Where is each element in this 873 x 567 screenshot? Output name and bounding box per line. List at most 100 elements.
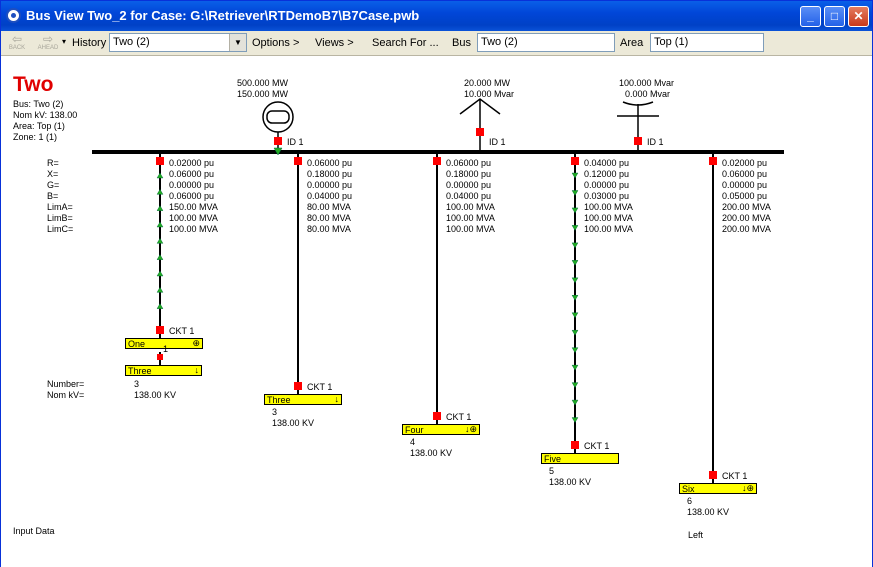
history-select[interactable]: Two (2) ▼ — [109, 33, 247, 52]
branch-param-value: 0.02000 pu — [169, 158, 215, 168]
maximize-button[interactable]: □ — [824, 6, 845, 27]
branch-param-value: 0.06000 pu — [169, 191, 215, 201]
back-arrow-icon: ⇦ — [11, 32, 23, 46]
bus-label: Bus — [452, 37, 471, 49]
branch-param-value: 100.00 MVA — [584, 213, 633, 223]
number-label: Number= — [47, 379, 85, 389]
branch-param-value: 0.06000 pu — [722, 169, 768, 179]
search-for-menu[interactable]: Search For ... — [372, 37, 439, 49]
to-bus-kv: 138.00 KV — [410, 448, 453, 458]
views-menu[interactable]: Views > — [315, 37, 354, 49]
close-button[interactable]: ✕ — [848, 6, 869, 27]
load-id: ID 1 — [489, 137, 506, 147]
param-label-b: B= — [47, 191, 59, 201]
branch-param-value: 0.06000 pu — [446, 158, 492, 168]
branch-from-breaker-3[interactable] — [433, 157, 441, 165]
shunt-breaker[interactable] — [634, 137, 642, 145]
branch-param-value: 0.18000 pu — [307, 169, 353, 179]
window-title: Bus View Two_2 for Case: G:\Retriever\RT… — [26, 8, 420, 23]
oneline-canvas[interactable]: Two Bus: Two (2) Nom kV: 138.00 Area: To… — [1, 56, 872, 567]
flow-arrow-icon — [571, 347, 579, 354]
branch-ckt-label: CKT 1 — [584, 441, 610, 451]
second-bus-box[interactable]: Three ↓ — [125, 365, 202, 376]
bus-info-1: Bus: Two (2) — [13, 99, 64, 109]
gen-id: ID 1 — [287, 137, 304, 147]
to-bus-box-2[interactable]: Three↓ — [264, 394, 342, 405]
branch-from-breaker-5[interactable] — [709, 157, 717, 165]
branch-to-breaker-4[interactable] — [571, 441, 579, 449]
branch-to-breaker-1[interactable] — [156, 326, 164, 334]
flow-arrow-icon — [571, 417, 579, 423]
flow-arrow-icon — [156, 188, 164, 195]
branch-param-value: 100.00 MVA — [446, 202, 495, 212]
history-label: History — [72, 37, 107, 49]
branch-param-value: 100.00 MVA — [584, 202, 633, 212]
second-level-breaker[interactable] — [157, 354, 163, 360]
to-bus-box-5[interactable]: Six↓⊕ — [679, 483, 757, 494]
to-bus-name: Four — [405, 425, 424, 435]
flow-arrow-icon — [571, 330, 579, 336]
branch-to-breaker-2[interactable] — [294, 382, 302, 390]
param-label-r: R= — [47, 158, 59, 168]
flow-arrow-icon — [156, 254, 164, 260]
history-dropdown-icon[interactable]: ▾ — [62, 37, 67, 46]
oneline-diagram — [92, 98, 784, 485]
branch-from-breaker-2[interactable] — [294, 157, 302, 165]
flow-arrow-icon — [571, 277, 579, 284]
to-bus-box-4[interactable]: Five — [541, 453, 619, 464]
second-level-marker: 1 — [163, 344, 169, 354]
branch-from-breaker-1[interactable] — [156, 157, 164, 165]
to-bus-box-1[interactable]: One⊕ — [125, 338, 203, 349]
branch-to-breaker-3[interactable] — [433, 412, 441, 420]
branch-param-value: 150.00 MVA — [169, 202, 218, 212]
bus-symbol-icon: ⊕ — [192, 338, 200, 348]
generator-icon[interactable] — [262, 101, 294, 133]
app-icon — [6, 8, 21, 23]
branch-param-value: 0.18000 pu — [446, 169, 492, 179]
nomkv-label: Nom kV= — [47, 390, 85, 400]
branch-param-value: 80.00 MVA — [307, 224, 351, 234]
input-data-label: Input Data — [13, 526, 55, 536]
minimize-button[interactable]: _ — [800, 6, 821, 27]
branch-param-value: 0.00000 pu — [584, 180, 630, 190]
branch-to-breaker-5[interactable] — [709, 471, 717, 479]
flow-arrow-icon — [156, 221, 164, 228]
generator-breaker[interactable] — [274, 137, 282, 145]
toolbar: ⇦BACK ⇨AHEAD ▾ History Two (2) ▼ Options… — [1, 31, 872, 56]
options-menu[interactable]: Options > — [252, 37, 300, 49]
to-bus-kv: 138.00 KV — [687, 507, 730, 517]
back-button[interactable]: ⇦BACK — [4, 33, 30, 53]
flow-arrow-icon — [571, 364, 579, 371]
shunt-id: ID 1 — [647, 137, 664, 147]
to-bus-box-3[interactable]: Four↓⊕ — [402, 424, 480, 435]
area-input[interactable]: Top (1) — [650, 33, 764, 52]
ahead-button[interactable]: ⇨AHEAD — [35, 33, 61, 53]
flow-arrow-icon — [571, 312, 579, 319]
branch-param-value: 0.04000 pu — [446, 191, 492, 201]
left-label: Left — [688, 530, 704, 540]
shunt-capacitor-icon[interactable] — [622, 101, 654, 106]
second-bus-number: 3 — [134, 379, 140, 389]
branch-param-value: 0.06000 pu — [169, 169, 215, 179]
to-bus-kv: 138.00 KV — [272, 418, 315, 428]
load-mw: 20.000 MW — [464, 78, 511, 88]
bus-info-4: Zone: 1 (1) — [13, 132, 58, 142]
load-arrow-icon[interactable] — [459, 98, 501, 115]
bus-input[interactable]: Two (2) — [477, 33, 615, 52]
flow-arrow-icon — [156, 286, 164, 293]
branch-ckt-label: CKT 1 — [722, 471, 748, 481]
branch-from-breaker-4[interactable] — [571, 157, 579, 165]
shunt-mvar: 100.000 Mvar — [619, 78, 675, 88]
param-label-limb: LimB= — [47, 213, 73, 223]
branch-param-value: 0.00000 pu — [169, 180, 215, 190]
branch-param-value: 0.00000 pu — [722, 180, 768, 190]
title-bar[interactable]: Bus View Two_2 for Case: G:\Retriever\RT… — [1, 1, 872, 31]
load-breaker[interactable] — [476, 128, 484, 136]
shunt-mvar2: 0.000 Mvar — [625, 89, 671, 99]
chevron-down-icon[interactable]: ▼ — [229, 34, 246, 51]
to-bus-number: 3 — [272, 407, 278, 417]
to-bus-name: Five — [544, 454, 562, 464]
branch-ckt-label: CKT 1 — [446, 412, 472, 422]
branch-param-value: 0.00000 pu — [446, 180, 492, 190]
branch-param-value: 80.00 MVA — [307, 202, 351, 212]
